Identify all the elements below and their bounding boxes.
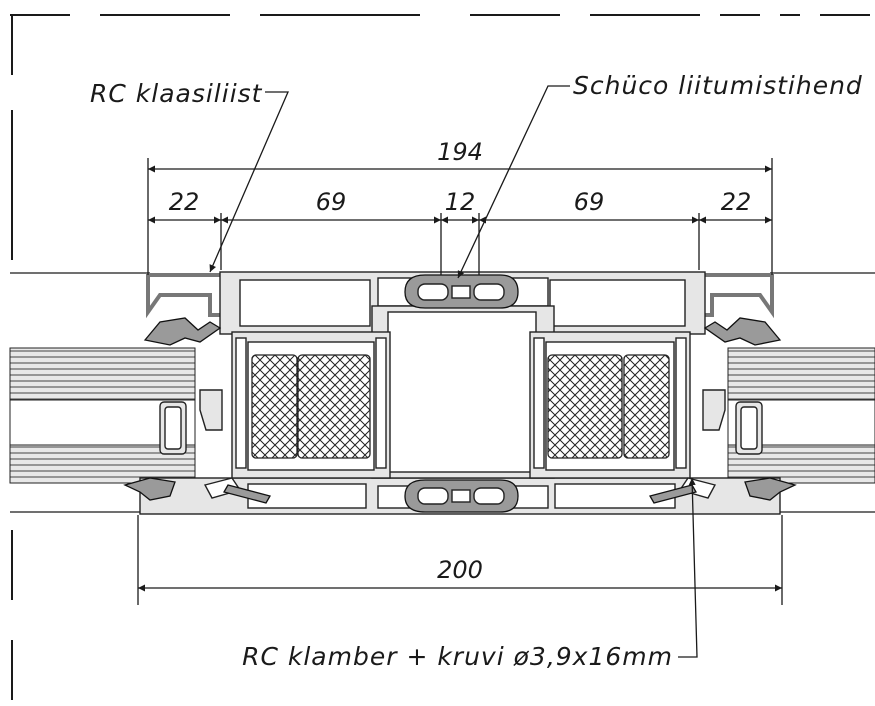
dim-left-inner: 69	[316, 188, 347, 216]
dim-right-inner: 69	[574, 188, 605, 216]
dim-right-outer: 22	[721, 188, 752, 216]
label-clamp-screw: RC klamber + kruvi ø3,9x16mm	[242, 642, 673, 671]
dim-overall-bottom: 200	[437, 556, 483, 584]
rc-clamp-left	[203, 477, 271, 504]
dim-left-outer: 22	[169, 188, 200, 216]
gasket-right-bottom	[744, 477, 797, 501]
gasket-right-top	[703, 317, 782, 346]
dimension-lines	[137, 158, 783, 605]
wall-lines	[10, 272, 875, 513]
joint-seal-bottom	[404, 479, 519, 513]
gasket-left-top	[143, 317, 222, 346]
glass-pane-right	[727, 347, 875, 484]
leader-lines	[209, 85, 698, 658]
drawing-frame	[10, 14, 870, 700]
dim-overall-top: 194	[437, 138, 483, 166]
gasket-left-bottom	[123, 477, 176, 501]
mullion-profile	[123, 271, 797, 515]
glass-pane-left	[9, 347, 196, 484]
label-glazing-bead: RC klaasiliist	[90, 79, 263, 108]
joint-seal-top	[404, 274, 519, 309]
dim-center: 12	[445, 188, 476, 216]
label-joint-seal: Schüco liitumistihend	[573, 71, 863, 100]
rc-clamp-right	[649, 477, 717, 504]
